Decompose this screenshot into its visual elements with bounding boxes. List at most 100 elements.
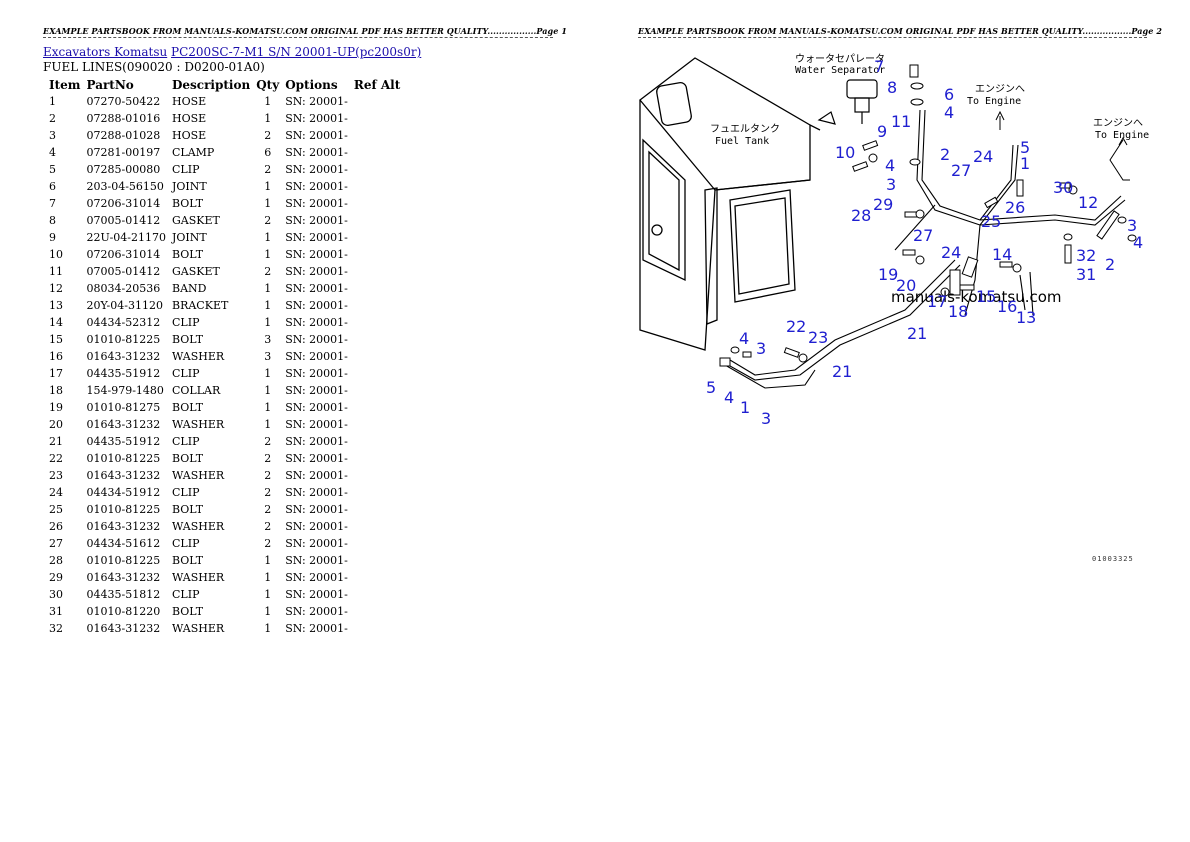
callout-5-a[interactable]: 5 (1020, 138, 1030, 157)
cell-refalt (351, 144, 403, 161)
callout-19[interactable]: 19 (878, 265, 898, 284)
cell-qty: 2 (264, 435, 272, 448)
callout-4-e[interactable]: 4 (724, 388, 734, 407)
callout-6[interactable]: 6 (944, 85, 954, 104)
callout-17[interactable]: 17 (927, 292, 947, 311)
cell-options: SN: 20001- (285, 554, 348, 567)
fuel-tank-drawing (639, 57, 821, 351)
callout-4-d[interactable]: 4 (739, 329, 749, 348)
cell-item: 17 (49, 367, 63, 380)
callout-3-d[interactable]: 3 (761, 409, 771, 428)
cell-options: SN: 20001- (285, 112, 348, 125)
breadcrumb-link-excavators[interactable]: Excavators Komatsu (43, 45, 168, 59)
cell-partno: 04435-51812 (86, 588, 161, 601)
callout-3-b[interactable]: 3 (1127, 216, 1137, 235)
callout-4-b[interactable]: 4 (885, 156, 895, 175)
callout-2-a[interactable]: 2 (940, 145, 950, 164)
callout-27-b[interactable]: 27 (913, 226, 933, 245)
callout-24-a[interactable]: 24 (973, 147, 993, 166)
cell-item: 10 (49, 248, 63, 261)
callout-11-a[interactable]: 11 (891, 112, 911, 131)
callout-1-b[interactable]: 1 (740, 398, 750, 417)
cell-description: HOSE (172, 112, 207, 125)
callout-3-a[interactable]: 3 (886, 175, 896, 194)
cell-item: 15 (49, 333, 63, 346)
callout-28[interactable]: 28 (851, 206, 871, 225)
cell-item: 2 (49, 112, 56, 125)
cell-refalt (351, 501, 403, 518)
cell-qty: 1 (264, 197, 272, 210)
cell-options: SN: 20001- (285, 571, 348, 584)
callout-5-b[interactable]: 5 (706, 378, 716, 397)
cell-partno: 154-979-1480 (86, 384, 164, 397)
callout-15[interactable]: 15 (976, 287, 996, 306)
cell-description: WASHER (172, 350, 225, 363)
cell-item: 12 (49, 282, 63, 295)
cell-description: WASHER (172, 622, 225, 635)
callout-4-a[interactable]: 4 (944, 103, 954, 122)
cell-partno: 04435-51912 (86, 435, 161, 448)
callout-25[interactable]: 25 (981, 212, 1001, 231)
col-header-item: Item (49, 77, 81, 92)
callout-20[interactable]: 20 (896, 276, 916, 295)
callout-22[interactable]: 22 (786, 317, 806, 336)
cell-partno: 04435-51912 (86, 367, 161, 380)
fuel-line-hoses (724, 109, 1126, 389)
callout-4-c[interactable]: 4 (1133, 233, 1143, 252)
callout-16[interactable]: 16 (997, 297, 1017, 316)
cell-partno: 20Y-04-31120 (86, 299, 163, 312)
cell-item: 23 (49, 469, 63, 482)
cell-partno: 07005-01412 (86, 265, 161, 278)
callout-24-b[interactable]: 24 (941, 243, 961, 262)
cell-refalt (351, 365, 403, 382)
cell-partno: 01643-31232 (86, 350, 161, 363)
callout-10[interactable]: 10 (835, 143, 855, 162)
cell-description: WASHER (172, 571, 225, 584)
cell-refalt (351, 399, 403, 416)
cell-partno: 01010-81225 (86, 333, 161, 346)
breadcrumb-link-model[interactable]: PC200SC-7-M1 S/N 20001-UP(pc200s0r) (171, 45, 422, 59)
callout-21-b[interactable]: 21 (832, 362, 852, 381)
callout-14[interactable]: 14 (992, 245, 1012, 264)
cell-description: JOINT (172, 180, 207, 193)
cell-partno: 04434-51912 (86, 486, 161, 499)
cell-refalt (351, 246, 403, 263)
callout-29[interactable]: 29 (873, 195, 893, 214)
callout-27-a[interactable]: 27 (951, 161, 971, 180)
cell-options: SN: 20001- (285, 95, 348, 108)
cell-item: 9 (49, 231, 56, 244)
callout-26[interactable]: 26 (1005, 198, 1025, 217)
cell-item: 5 (49, 163, 56, 176)
callout-12[interactable]: 12 (1078, 193, 1098, 212)
callout-2-b[interactable]: 2 (1105, 255, 1115, 274)
callout-7[interactable]: 7 (874, 57, 884, 76)
cell-item: 30 (49, 588, 63, 601)
callout-9[interactable]: 9 (877, 122, 887, 141)
callout-1-a[interactable]: 1 (1020, 154, 1030, 173)
cell-options: SN: 20001- (285, 129, 348, 142)
cell-refalt (351, 263, 403, 280)
callout-23[interactable]: 23 (808, 328, 828, 347)
callout-3-c[interactable]: 3 (756, 339, 766, 358)
cell-item: 7 (49, 197, 56, 210)
callout-8[interactable]: 8 (887, 78, 897, 97)
col-header-qty: Qty (256, 77, 280, 92)
callout-31[interactable]: 31 (1076, 265, 1096, 284)
callout-18[interactable]: 18 (948, 302, 968, 321)
cell-partno: 07288-01016 (86, 112, 161, 125)
cell-options: SN: 20001- (285, 435, 348, 448)
cell-partno: 07288-01028 (86, 129, 161, 142)
callout-13[interactable]: 13 (1016, 308, 1036, 327)
callout-30[interactable]: 30 (1053, 178, 1073, 197)
callout-21-a[interactable]: 21 (907, 324, 927, 343)
callout-32[interactable]: 32 (1076, 246, 1096, 265)
cell-description: CLIP (172, 537, 200, 550)
